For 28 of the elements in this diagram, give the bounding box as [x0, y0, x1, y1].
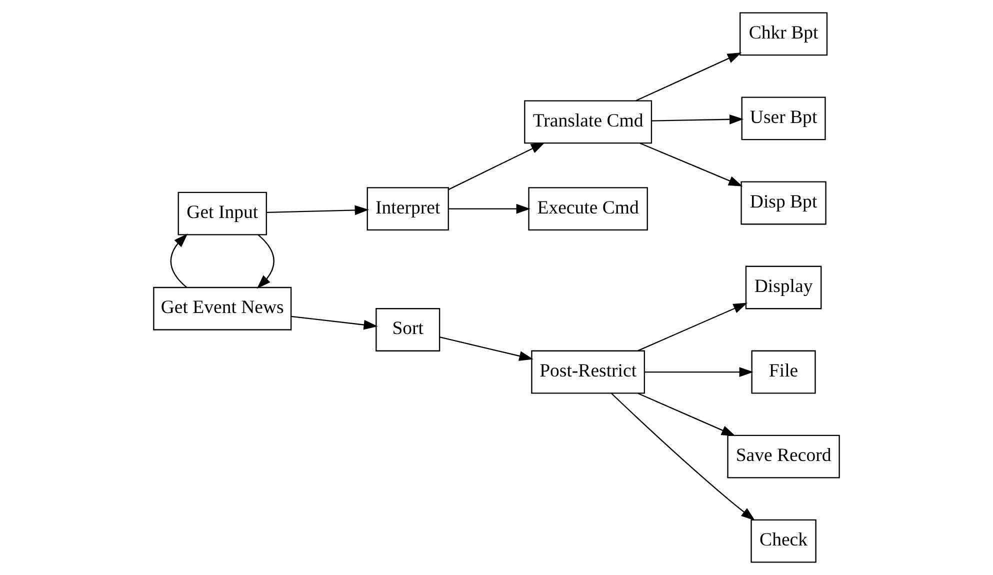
arrow — [644, 367, 754, 377]
arrow — [638, 302, 748, 352]
node-box: Interpret — [366, 187, 449, 231]
node-box: Get Input — [178, 192, 267, 236]
arrow — [448, 142, 546, 190]
node-box: Disp Bpt — [740, 181, 826, 225]
arrow — [170, 234, 188, 288]
arrow — [638, 392, 736, 436]
node-box: Sort — [376, 308, 440, 352]
node-box: File — [751, 350, 816, 394]
arrow — [448, 204, 530, 214]
arrow — [640, 142, 743, 186]
node-box: Execute Cmd — [528, 187, 648, 231]
node-box: Display — [745, 266, 822, 310]
arrow — [291, 316, 378, 330]
node-box: User Bpt — [741, 96, 826, 140]
node-box: Post-Restrict — [531, 350, 645, 394]
arrow — [256, 234, 274, 289]
node-box: Translate Cmd — [524, 100, 652, 144]
node-box: Save Record — [727, 434, 840, 478]
arrow — [636, 52, 742, 102]
node-box: Get Event News — [153, 286, 292, 330]
arrow — [610, 392, 756, 521]
node-box: Check — [750, 519, 816, 563]
arrow — [266, 205, 369, 216]
arrow — [652, 114, 744, 124]
node-box: Chkr Bpt — [740, 12, 828, 56]
arrow — [439, 336, 534, 361]
